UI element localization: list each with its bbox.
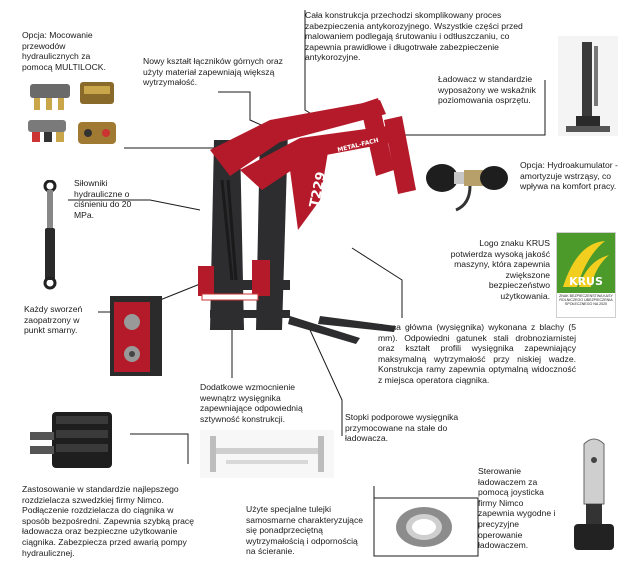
caption-accumulator: Opcja: Hydroakumulator - amortyzuje wstr… bbox=[520, 160, 618, 192]
caption-valve: Zastosowanie w standardzie najlepszego r… bbox=[22, 484, 194, 558]
indicator-photo bbox=[558, 36, 618, 136]
valve-photo bbox=[26, 402, 130, 478]
pin-photo bbox=[110, 296, 162, 376]
caption-reinforcement: Dodatkowe wzmocnienie wewnątrz wysięgnik… bbox=[200, 382, 303, 424]
accumulator-photo bbox=[420, 150, 512, 218]
bushing-photo bbox=[388, 504, 460, 550]
caption-feet: Stopki podporowe wysięgnika przymocowane… bbox=[345, 412, 459, 444]
caption-krus: Logo znaku KRUS potwierdza wysoką jakość… bbox=[450, 238, 550, 301]
caption-anticorrosion: Cała konstrukcja przechodzi skomplikowan… bbox=[305, 10, 523, 63]
leader-valve bbox=[128, 433, 189, 464]
joystick-icon bbox=[574, 438, 614, 550]
caption-bushings: Użyte specjalne tulejki samosmarne chara… bbox=[246, 504, 364, 557]
reinforcement-photo bbox=[200, 430, 334, 478]
caption-connectors: Nowy kształt łączników górnych oraz użyt… bbox=[143, 56, 283, 88]
loader-model-label: T229 bbox=[307, 170, 329, 208]
caption-indicator: Ładowacz w standardzie wyposażony we wsk… bbox=[438, 74, 536, 106]
loader-frame bbox=[198, 98, 416, 344]
hydro-accumulator-icon bbox=[426, 164, 508, 212]
multilock-coupler-icon bbox=[28, 82, 116, 144]
joystick-photo bbox=[568, 434, 620, 556]
reinforcement-bracket-icon bbox=[200, 430, 334, 478]
multilock-photo bbox=[22, 74, 124, 156]
caption-joystick: Sterowanie ładowaczem za pomocą joystick… bbox=[478, 466, 556, 551]
caption-multilock: Opcja: Mocowanie przewodów hydraulicznyc… bbox=[22, 30, 106, 72]
front-loader-illustration: T229 METAL-FACH bbox=[198, 98, 416, 344]
grease-pin-icon bbox=[110, 296, 162, 376]
cylinder-photo bbox=[36, 180, 64, 290]
level-indicator-icon bbox=[558, 36, 618, 136]
hydraulic-cylinder-icon bbox=[43, 180, 57, 290]
krus-small-text: ZNAK BEZPIECZEŃSTWA KASY ROLNICZEGO UBEZ… bbox=[559, 294, 613, 307]
bushing-icon bbox=[396, 507, 452, 547]
caption-pins: Każdy sworzeń zaopatrzony w punkt smarny… bbox=[24, 304, 83, 336]
krus-wordmark: KRUS bbox=[569, 275, 603, 288]
krus-logo: KRUS ZNAK BEZPIECZEŃSTWA KASY ROLNICZEGO… bbox=[556, 232, 616, 318]
caption-frame: Rama główna (wysięgnika) wykonana z blac… bbox=[378, 322, 576, 385]
caption-cylinders: Siłowniki hydrauliczne o ciśnieniu do 20… bbox=[74, 178, 132, 220]
nimco-valve-icon bbox=[30, 412, 112, 468]
